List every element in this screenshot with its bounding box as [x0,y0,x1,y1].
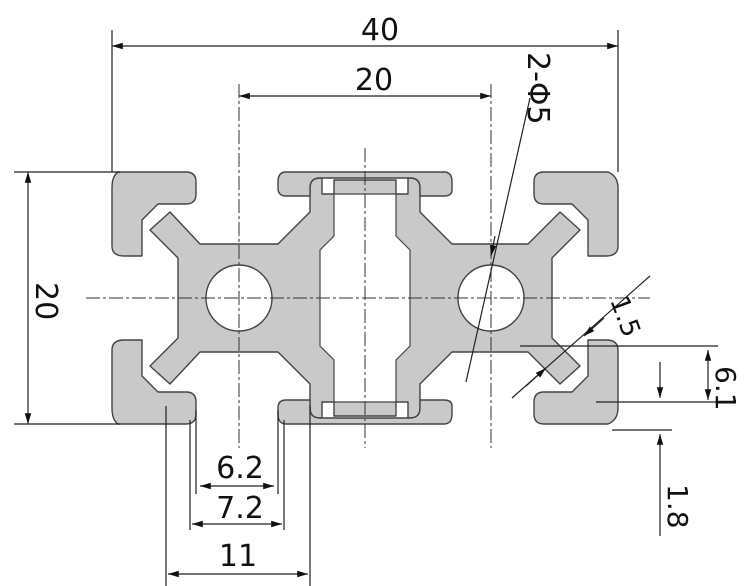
label-20-top: 20 [355,63,393,98]
label-7-2: 7.2 [216,491,264,526]
dim-width-40: 40 [111,13,619,172]
corner-bottom-left [111,339,197,425]
top-center-flange [277,171,453,197]
dim-hole-spacing-20: 20 [239,63,491,100]
center-lines [86,84,650,448]
corner-top-left [111,171,197,257]
label-2-phi5: 2-Φ5 [520,52,555,125]
corner-bottom-right [533,339,619,425]
label-1-8: 1.8 [661,484,694,529]
label-6-1: 6.1 [709,366,742,411]
dim-height-20: 20 [14,171,120,425]
label-11: 11 [219,539,257,574]
label-1-5: 1.5 [603,292,645,341]
label-6-2: 6.2 [216,451,264,486]
dim-slot-depth: 6.1 1.8 [520,345,742,536]
label-40: 40 [361,13,399,48]
corner-top-right [533,171,619,257]
dim-slot-widths: 6.2 7.2 11 [165,406,311,586]
bottom-center-flange [277,399,453,425]
hole-callout: 2-Φ5 [465,52,555,383]
label-20-left: 20 [28,282,63,320]
